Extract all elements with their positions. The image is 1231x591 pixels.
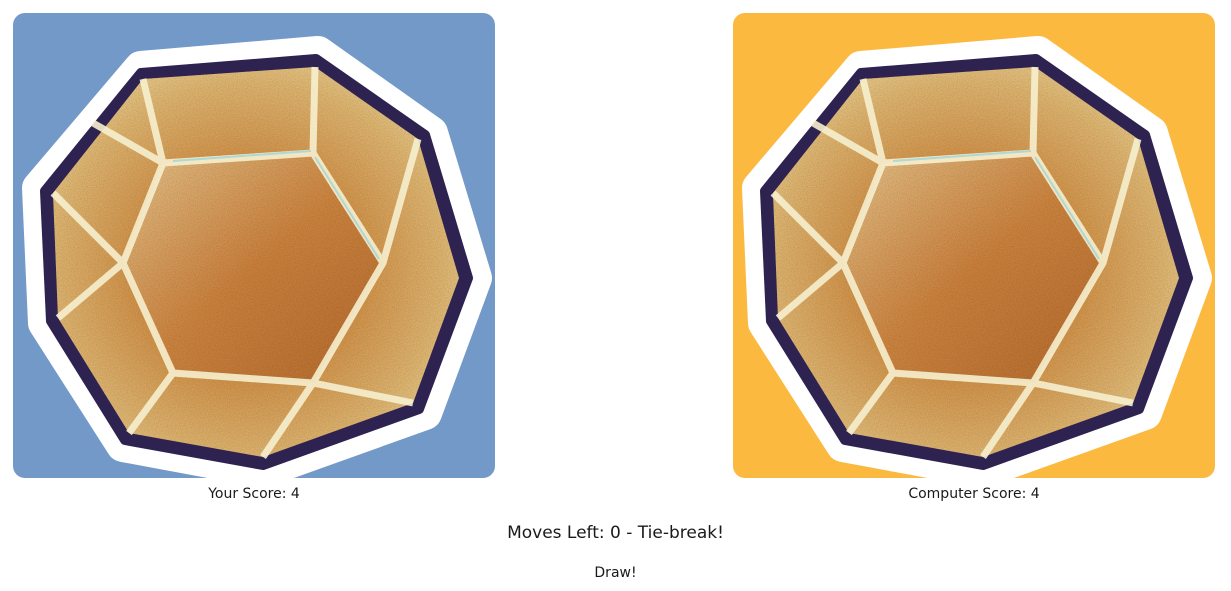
dodecahedron-gem-icon — [733, 13, 1215, 478]
computer-choice-panel — [733, 13, 1215, 478]
round-result: Draw! — [594, 565, 637, 581]
computer-score: Computer Score: 4 — [908, 486, 1040, 502]
player-score: Your Score: 4 — [208, 486, 300, 502]
moves-left-status: Moves Left: 0 - Tie-break! — [507, 523, 724, 543]
player-choice-panel — [13, 13, 495, 478]
dodecahedron-gem-icon — [13, 13, 495, 478]
